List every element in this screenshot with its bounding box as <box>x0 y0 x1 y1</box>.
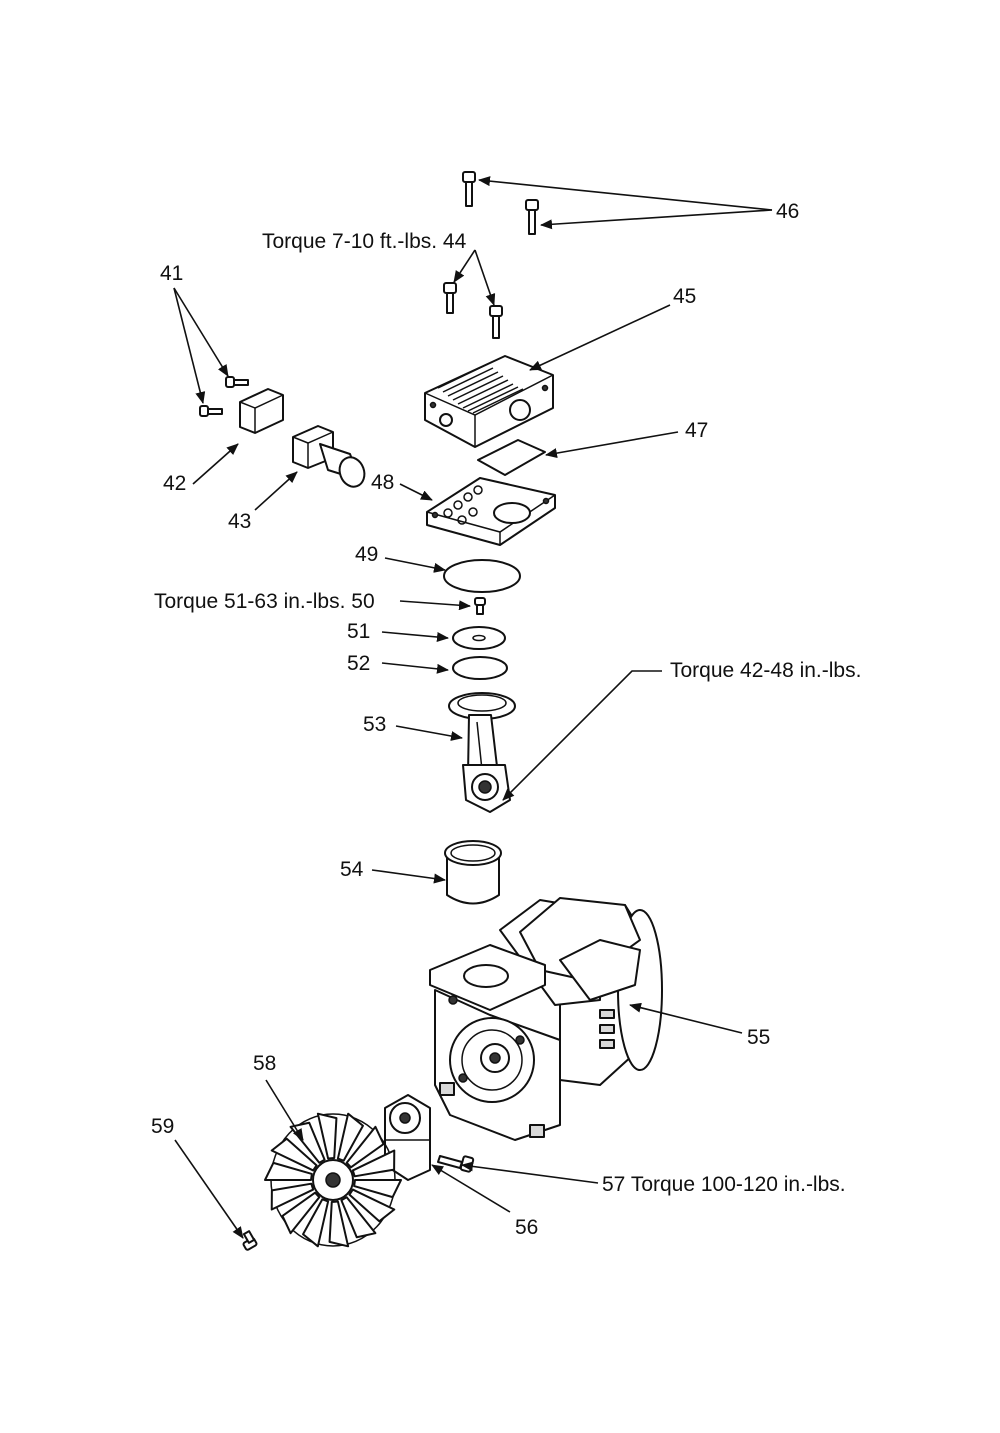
part-53-connecting-rod <box>448 692 516 813</box>
fan-blade <box>351 1149 396 1178</box>
fan-blade <box>316 1112 338 1160</box>
part-52-ring <box>452 656 508 680</box>
part-47-gasket <box>477 439 546 476</box>
fan-blade <box>264 1161 313 1181</box>
part-45-cylinder-head <box>424 355 554 448</box>
label-55: 55 <box>747 1026 770 1049</box>
part-58-fan <box>264 1112 402 1248</box>
labels: 41 42 43 Torque 7-10 ft.-lbs. 44 45 46 4… <box>151 200 861 1239</box>
fan-blade <box>348 1188 396 1223</box>
fan-blade <box>328 1200 350 1248</box>
label-53: 53 <box>363 713 386 736</box>
label-53-torque: Torque 42-48 in.-lbs. <box>670 659 861 682</box>
part-54-cylinder-sleeve <box>444 840 502 905</box>
leader-lines <box>173 176 773 1239</box>
label-54: 54 <box>340 858 364 881</box>
label-50-torque: Torque 51-63 in.-lbs. 50 <box>154 590 375 613</box>
part-43-shaft-block <box>292 425 366 488</box>
part-44-bolts <box>443 282 503 339</box>
label-47: 47 <box>685 419 708 442</box>
label-48: 48 <box>371 471 394 494</box>
part-50-screw <box>474 597 486 615</box>
part-48-valve-plate <box>426 477 556 546</box>
part-41-screws <box>199 376 249 417</box>
label-56: 56 <box>515 1216 538 1239</box>
label-49: 49 <box>355 543 378 566</box>
label-52: 52 <box>347 652 370 675</box>
fan-blade <box>336 1112 364 1162</box>
part-57-bolt <box>437 1155 475 1173</box>
part-51-retainer <box>452 626 506 650</box>
fan-blade <box>302 1198 330 1248</box>
label-57-torque: 57 Torque 100-120 in.-lbs. <box>602 1173 846 1196</box>
fan-blade <box>345 1125 385 1169</box>
fan-blade <box>281 1191 321 1235</box>
part-46-bolts <box>462 171 539 235</box>
fan-blade <box>353 1179 402 1199</box>
part-55-motor-crankcase <box>429 897 663 1141</box>
fan-bore <box>325 1172 341 1188</box>
part-42-plate <box>239 388 284 434</box>
label-45: 45 <box>673 285 696 308</box>
label-46: 46 <box>776 200 799 223</box>
fan-blade <box>340 1196 377 1239</box>
fan-blade <box>270 1137 318 1172</box>
part-49-o-ring <box>443 559 521 593</box>
part-59-screw <box>242 1230 258 1251</box>
label-59: 59 <box>151 1115 174 1138</box>
label-58: 58 <box>253 1052 276 1075</box>
label-51: 51 <box>347 620 370 643</box>
label-44-torque: Torque 7-10 ft.-lbs. 44 <box>262 230 467 253</box>
label-41: 41 <box>160 262 183 285</box>
fan-blade <box>270 1182 315 1211</box>
label-43: 43 <box>228 510 251 533</box>
label-42: 42 <box>163 472 186 495</box>
part-56-crank-arm <box>384 1094 431 1181</box>
